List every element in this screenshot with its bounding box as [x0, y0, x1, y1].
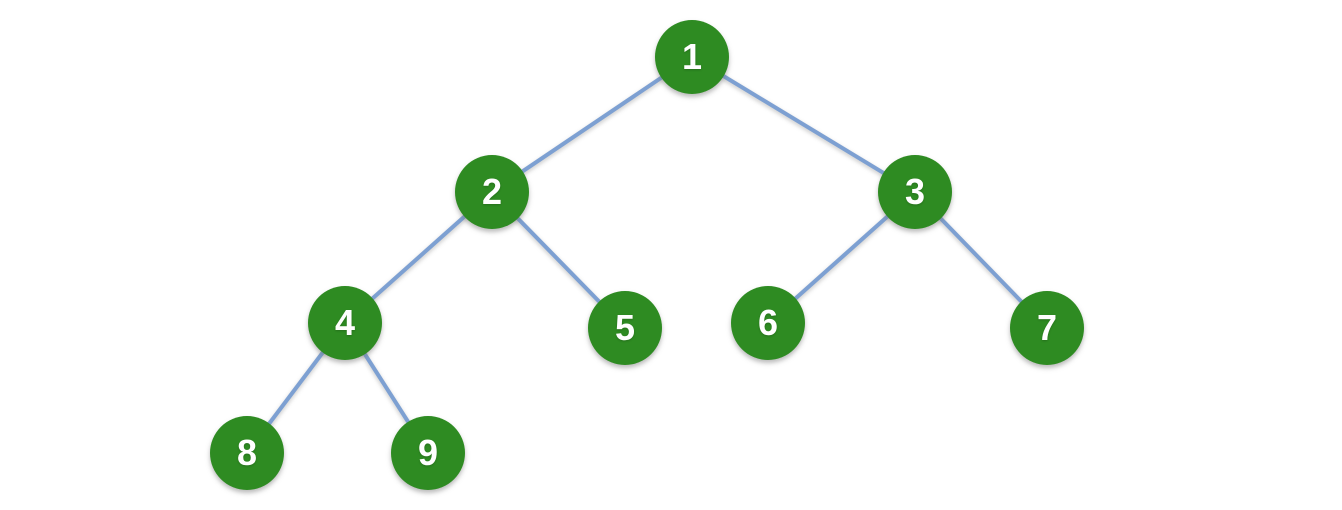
tree-node-label-6: 6	[757, 302, 779, 343]
tree-node-8: 8	[210, 416, 284, 490]
tree-node-6: 6	[731, 286, 805, 360]
tree-node-4: 4	[308, 286, 382, 360]
tree-node-label-8: 8	[236, 432, 258, 473]
tree-node-1: 1	[655, 20, 729, 94]
tree-node-label-1: 1	[681, 36, 703, 77]
tree-edge-1-2	[490, 55, 694, 194]
tree-node-label-5: 5	[614, 307, 636, 348]
tree-node-label-9: 9	[417, 432, 439, 473]
tree-node-7: 7	[1010, 291, 1084, 365]
tree-node-5: 5	[588, 291, 662, 365]
tree-node-9: 9	[391, 416, 465, 490]
tree-node-label-3: 3	[904, 171, 926, 212]
tree-node-2: 2	[455, 155, 529, 229]
tree-edge-1-3	[690, 55, 917, 194]
tree-node-label-4: 4	[334, 302, 356, 343]
tree-node-label-7: 7	[1036, 307, 1058, 348]
tree-node-label-2: 2	[481, 171, 503, 212]
tree-node-3: 3	[878, 155, 952, 229]
